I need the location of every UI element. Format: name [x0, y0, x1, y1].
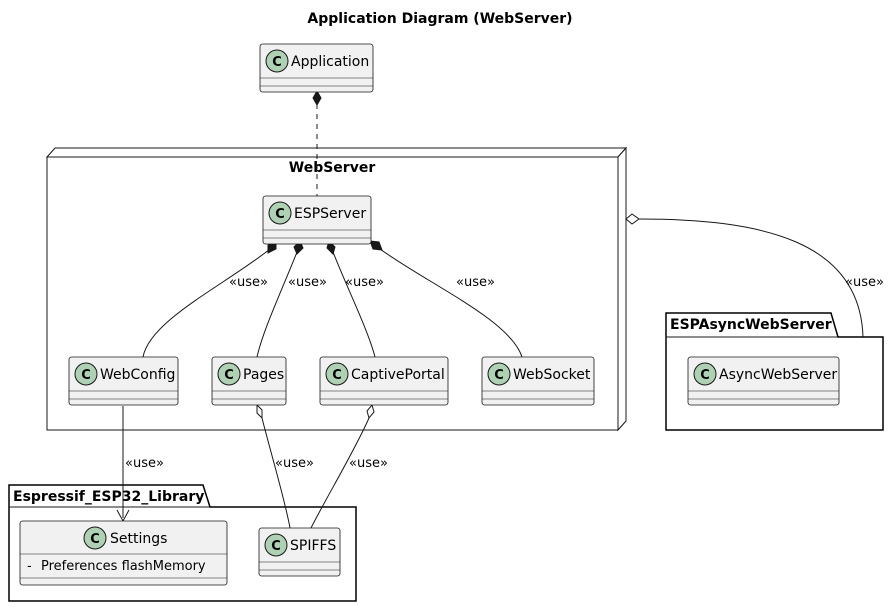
private-visibility-marker: - — [27, 559, 32, 574]
class-webconfig[interactable]: C WebConfig — [68, 356, 179, 406]
edge-label-use: «use» — [288, 275, 327, 290]
class-name: SPIFFS — [290, 538, 336, 554]
class-c-icon-letter: C — [700, 368, 710, 383]
aggregation-diamond — [256, 403, 263, 420]
class-name: Application — [291, 54, 369, 70]
composition-diamond — [312, 89, 322, 107]
class-name: Settings — [110, 531, 167, 547]
class-name: AsyncWebServer — [719, 367, 837, 383]
composition-diamond — [369, 240, 383, 251]
package-title: Espressif_ESP32_Library — [13, 489, 204, 505]
edges — [116, 89, 864, 529]
class-name: WebSocket — [513, 367, 591, 383]
class-c-icon — [264, 533, 288, 557]
class-c-icon — [693, 362, 717, 386]
edge-webserver-espasync — [638, 218, 864, 338]
edge-espserver-captiveportal — [332, 251, 376, 358]
class-settings[interactable]: C Settings - Preferences flashMemory — [19, 520, 228, 586]
edge-label-use: «use» — [349, 456, 388, 471]
diagram-title: Application Diagram (WebServer) — [307, 11, 572, 27]
class-application[interactable]: C Application — [259, 43, 374, 93]
class-name: CaptivePortal — [351, 367, 445, 383]
package-title: ESPAsyncWebServer — [670, 317, 832, 333]
class-c-icon — [217, 362, 241, 386]
class-espserver[interactable]: C ESPServer — [262, 195, 372, 245]
edge-label-use: «use» — [229, 275, 268, 290]
class-c-icon — [265, 49, 289, 73]
edge-label-use: «use» — [275, 456, 314, 471]
edge-label-use: «use» — [845, 275, 884, 290]
class-c-icon — [268, 201, 292, 225]
edge-captiveportal-spiffs — [310, 417, 370, 529]
class-captiveportal[interactable]: C CaptivePortal — [319, 356, 449, 406]
class-asyncwebserver[interactable]: C AsyncWebServer — [687, 356, 840, 406]
class-c-icon-letter: C — [224, 368, 234, 383]
class-c-icon — [74, 362, 98, 386]
class-c-icon-letter: C — [332, 368, 342, 383]
class-name: ESPServer — [294, 206, 366, 222]
node-side-face — [617, 146, 627, 432]
class-c-icon-letter: C — [271, 539, 281, 554]
class-spiffs[interactable]: C SPIFFS — [258, 527, 341, 577]
class-c-icon — [325, 362, 349, 386]
edge-label-use: «use» — [125, 456, 164, 471]
class-name: WebConfig — [100, 367, 175, 383]
edge-espserver-websocket — [379, 248, 523, 358]
class-c-icon-letter: C — [81, 368, 91, 383]
edge-label-use: «use» — [345, 275, 384, 290]
class-pages[interactable]: C Pages — [211, 356, 287, 406]
class-c-icon — [83, 526, 107, 550]
class-attribute: Preferences flashMemory — [41, 559, 206, 574]
class-websocket[interactable]: C WebSocket — [481, 356, 595, 406]
node-title: WebServer — [289, 160, 376, 176]
class-name: Pages — [243, 367, 284, 383]
edge-label-use: «use» — [456, 275, 495, 290]
edge-labels: «use» «use» «use» «use» «use» «use» «use… — [125, 275, 884, 471]
edge-pages-spiffs — [261, 417, 291, 529]
edge-espserver-webconfig — [142, 248, 271, 358]
class-c-icon-letter: C — [272, 55, 282, 70]
class-c-icon-letter: C — [90, 532, 100, 547]
aggregation-diamond — [366, 403, 375, 420]
aggregation-diamond — [625, 213, 640, 225]
edge-espserver-pages — [256, 251, 298, 358]
node-top-face — [45, 147, 628, 158]
class-c-icon — [487, 362, 511, 386]
class-c-icon-letter: C — [494, 368, 504, 383]
class-c-icon-letter: C — [275, 207, 285, 222]
